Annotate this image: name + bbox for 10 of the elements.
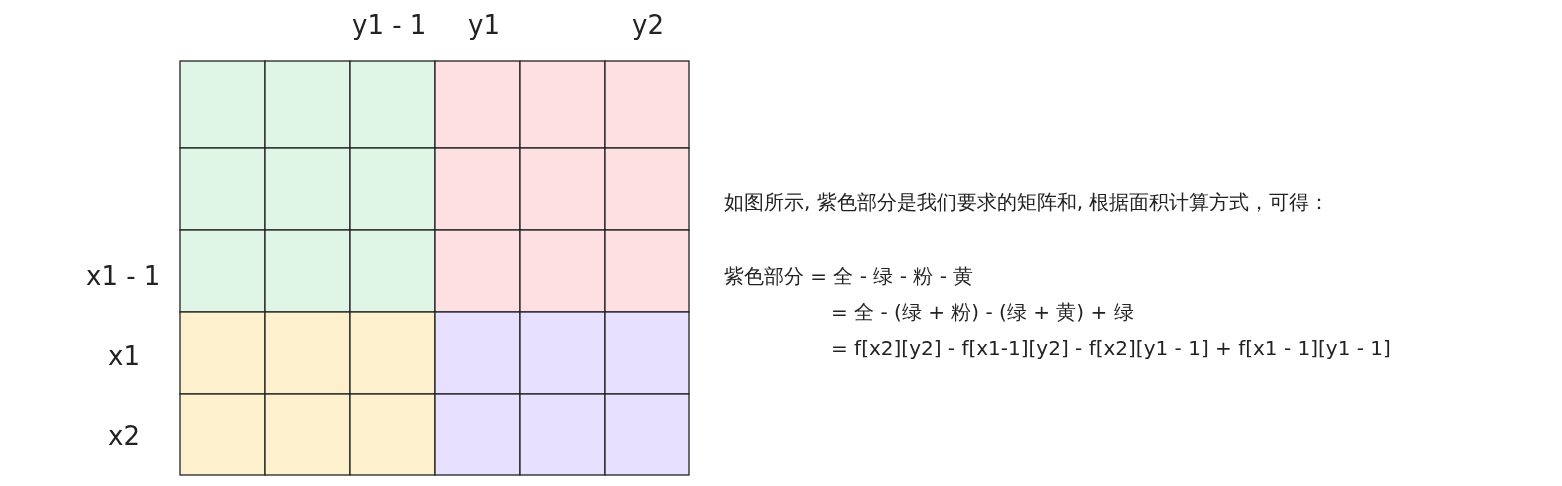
row-label: x1 xyxy=(108,343,140,369)
formula-line: = f[x2][y2] - f[x1-1][y2] - f[x2][y1 - 1] + f[x1 - 1][y1 - 1] xyxy=(831,338,1391,358)
row-label: x2 xyxy=(108,423,140,449)
formula-line: 紫色部分 = 全 - 绿 - 粉 - 黄 xyxy=(724,266,974,286)
column-label: y1 xyxy=(468,12,500,38)
column-label: y1 - 1 xyxy=(352,12,427,38)
formula-line: = 全 - (绿 + 粉) - (绿 + 黄) + 绿 xyxy=(831,302,1134,322)
column-label: y2 xyxy=(632,12,664,38)
row-label: x1 - 1 xyxy=(86,263,161,289)
description-text: 如图所示, 紫色部分是我们要求的矩阵和, 根据面积计算方式，可得： xyxy=(724,192,1330,212)
